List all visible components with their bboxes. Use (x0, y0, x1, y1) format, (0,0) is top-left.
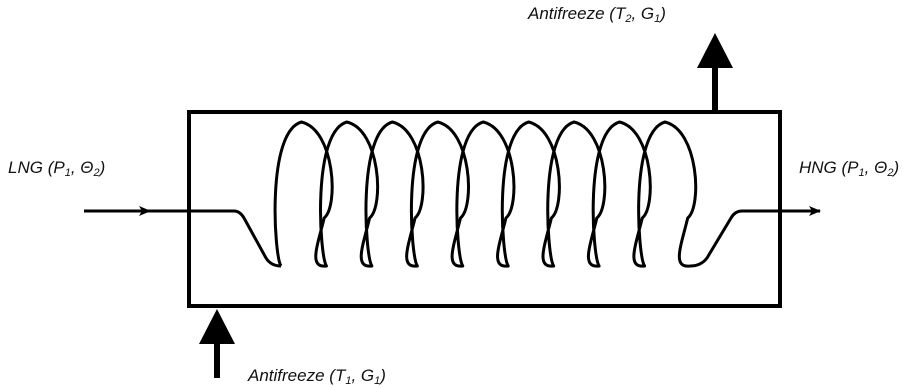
hng-theta-subscript: 2 (887, 167, 894, 179)
hng-pressure-symbol: P (847, 158, 859, 177)
lng-pressure-symbol: P (53, 158, 65, 177)
lng-separator: , (70, 158, 81, 177)
antifreeze-outlet-temp-subscript: 2 (625, 13, 632, 25)
antifreeze-inlet-temp-subscript: 1 (345, 375, 352, 387)
lng-pressure-subscript: 1 (64, 167, 71, 179)
lng-inlet-pipe (150, 209, 282, 268)
antifreeze-outlet-separator: , (631, 4, 641, 23)
hng-outlet-pipe (689, 209, 808, 268)
antifreeze-inlet-name: Antifreeze (248, 366, 325, 385)
lng-name: LNG (8, 158, 43, 177)
antifreeze-inlet-flow-symbol: G (360, 366, 375, 385)
antifreeze-inlet-separator: , (351, 366, 361, 385)
antifreeze-outlet-temp-symbol: T (614, 4, 626, 23)
antifreeze-inlet-label: Antifreeze (T1, G1) (248, 366, 386, 387)
exchanger-shell (187, 110, 782, 308)
coil-path (273, 120, 698, 268)
helical-coil (273, 120, 698, 268)
antifreeze-inlet-temp-symbol: T (334, 366, 346, 385)
lng-inlet-label: LNG (P1, Θ2) (8, 158, 106, 179)
lng-theta-subscript: 2 (93, 167, 100, 179)
hng-name: HNG (799, 158, 837, 177)
antifreeze-outlet-name: Antifreeze (528, 4, 605, 23)
antifreeze-outlet-label: Antifreeze (T2, G1) (528, 4, 666, 25)
antifreeze-inlet-flow-subscript: 1 (374, 375, 381, 387)
lng-theta-symbol: Θ (80, 158, 94, 177)
antifreeze-outlet-flow-subscript: 1 (654, 13, 661, 25)
hng-outlet-label: HNG (P1, Θ2) (799, 158, 900, 179)
hng-separator: , (864, 158, 875, 177)
antifreeze-outlet-arrow (697, 33, 733, 111)
hng-theta-symbol: Θ (874, 158, 888, 177)
antifreeze-outlet-flow-symbol: G (640, 4, 655, 23)
antifreeze-inlet-arrow (199, 309, 235, 378)
hng-pressure-subscript: 1 (858, 167, 865, 179)
